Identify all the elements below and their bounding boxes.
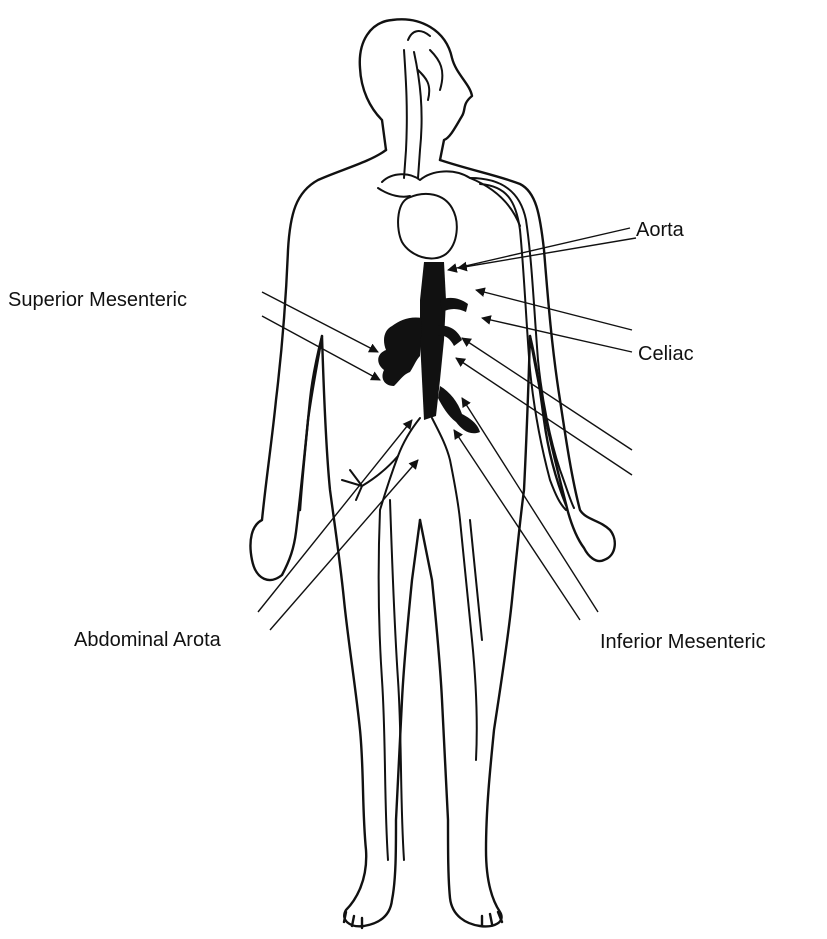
celiac-leader-2 xyxy=(482,318,632,352)
left-body-outline xyxy=(250,150,420,926)
body-outline xyxy=(250,19,614,928)
head-outline xyxy=(360,19,472,160)
celiac-leader-1 xyxy=(476,290,632,330)
leader-lines xyxy=(258,228,636,630)
right-body-outline xyxy=(420,160,615,926)
left-inner-arm xyxy=(300,336,322,510)
arm-artery xyxy=(470,178,574,510)
heart xyxy=(398,194,457,259)
label-aorta: Aorta xyxy=(636,219,685,241)
aorta-leader-2 xyxy=(458,238,636,268)
label-abdominal-aorta: Abdominal Arota xyxy=(74,629,222,651)
aortic-arch xyxy=(378,171,520,226)
carotid-arteries xyxy=(404,31,442,178)
labels: Aorta Superior Mesenteric Celiac Abdomin… xyxy=(8,219,766,653)
abdominal-aorta-leader-1 xyxy=(258,420,412,612)
leg-arteries xyxy=(379,500,482,860)
label-celiac: Celiac xyxy=(638,343,694,365)
superior-mesenteric-branches xyxy=(378,317,422,386)
inferior-mesenteric-leader-2 xyxy=(454,430,580,620)
iliac-arteries xyxy=(380,418,460,520)
label-superior-mesenteric: Superior Mesenteric xyxy=(8,289,187,311)
aorta-leader-1 xyxy=(448,228,630,270)
inferior-mesenteric-branches xyxy=(438,386,480,433)
label-inferior-mesenteric: Inferior Mesenteric xyxy=(600,631,766,653)
